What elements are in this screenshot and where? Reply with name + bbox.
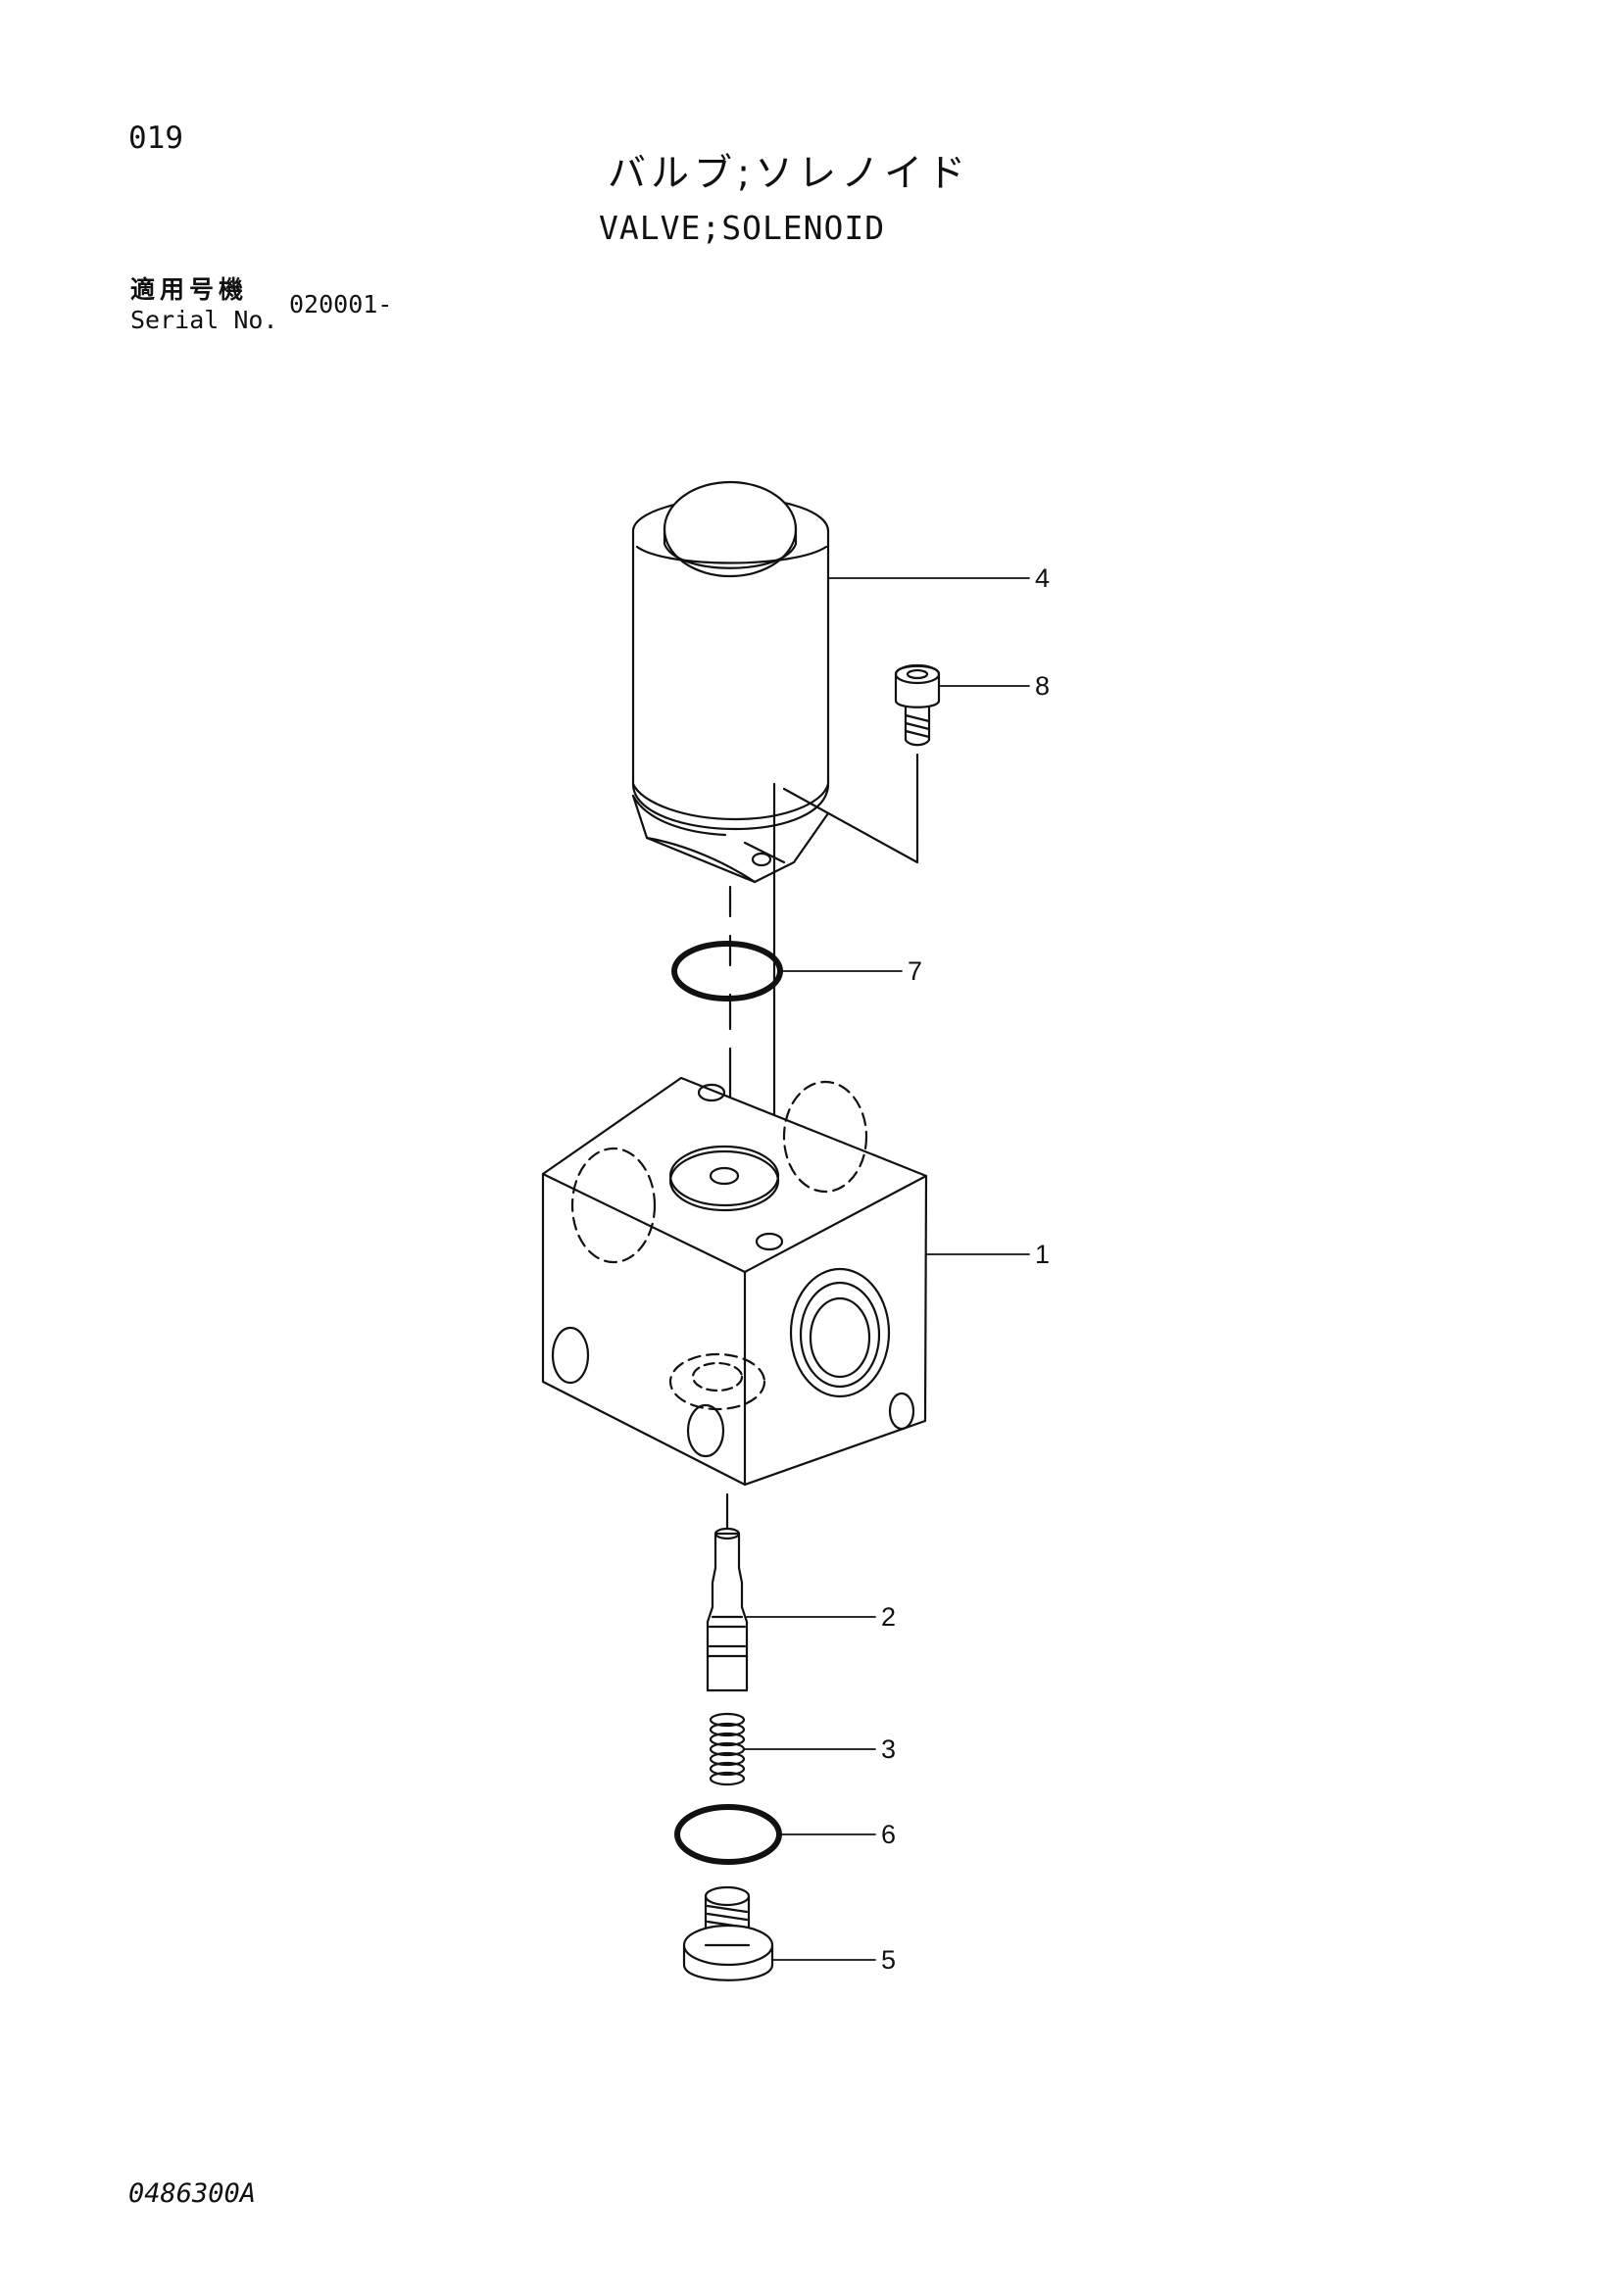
part-5-plug bbox=[682, 1885, 774, 1981]
part-4-solenoid-coil bbox=[631, 480, 830, 884]
serial-number-value: 020001- bbox=[289, 290, 393, 318]
callout-5: 5 bbox=[881, 1945, 896, 1975]
document-code: 0486300A bbox=[128, 2178, 257, 2209]
callout-6: 6 bbox=[881, 1820, 896, 1849]
serial-label-english: Serial No. bbox=[130, 306, 278, 334]
leader-lines bbox=[743, 577, 1030, 1961]
part-1-valve-block bbox=[541, 1076, 928, 1487]
callout-1: 1 bbox=[1035, 1240, 1050, 1269]
part-2-spool bbox=[706, 1527, 749, 1692]
part-8-bolt bbox=[782, 663, 941, 864]
page-title-english: VALVE;SOLENOID bbox=[599, 209, 886, 247]
callout-3: 3 bbox=[881, 1734, 896, 1764]
part-3-spring bbox=[709, 1712, 746, 1786]
callout-7: 7 bbox=[908, 956, 922, 986]
callout-4: 4 bbox=[1035, 563, 1050, 593]
serial-label-japanese: 適用号機 bbox=[130, 275, 249, 304]
part-6-o-ring bbox=[674, 1804, 782, 1865]
callout-8: 8 bbox=[1035, 671, 1050, 701]
callout-2: 2 bbox=[881, 1602, 896, 1632]
part-7-o-ring bbox=[671, 941, 783, 1001]
page-title-japanese: バルブ;ソレノイド bbox=[608, 152, 971, 196]
page-number: 019 bbox=[128, 121, 183, 156]
